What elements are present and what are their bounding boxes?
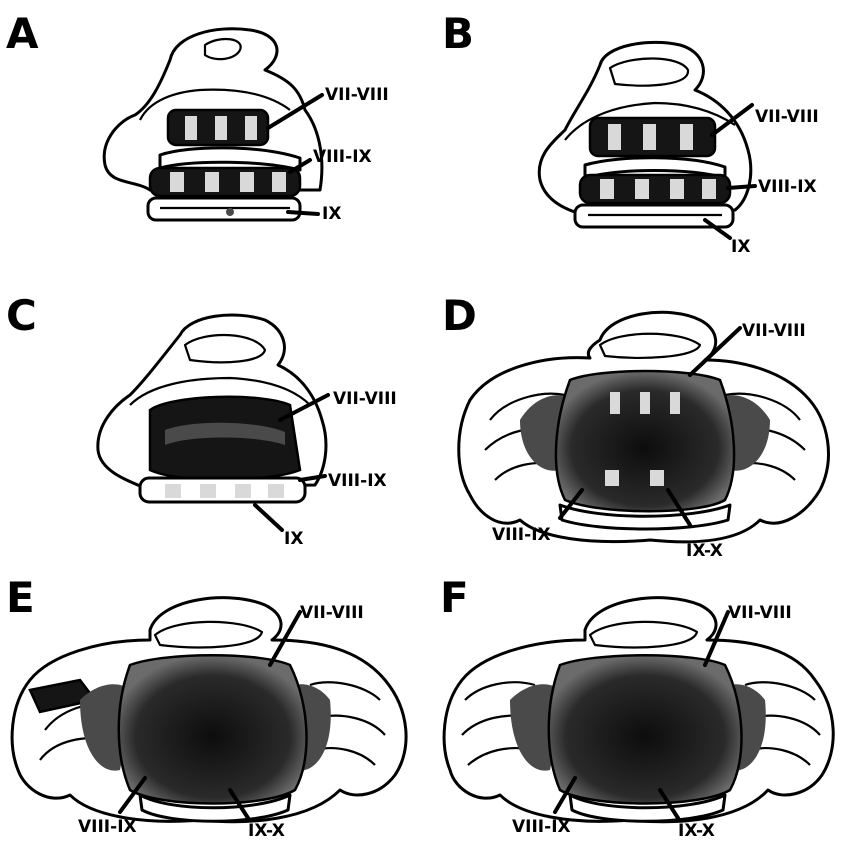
label-c-1: VII-VIII — [333, 389, 397, 409]
label-d-3: IX-X — [686, 541, 723, 561]
label-a-2: VIII-IX — [313, 147, 372, 167]
panel-c: C VII-VIII VIII-IX IX — [6, 291, 397, 549]
panel-e: E VII-VIII VIII-IX IX-X — [6, 573, 406, 841]
cerebellum-section-d — [459, 312, 829, 542]
label-d-1: VII-VIII — [742, 321, 806, 341]
label-e-2: VIII-IX — [78, 817, 137, 837]
label-c-3: IX — [284, 529, 303, 549]
label-f-1: VII-VIII — [728, 603, 792, 623]
leader-b-2 — [728, 186, 755, 188]
label-a-3: IX — [322, 204, 341, 224]
cerebellum-section-c — [98, 315, 326, 502]
leader-c-3 — [255, 505, 282, 530]
panel-b: B VII-VIII VIII-IX IX — [442, 9, 819, 257]
cerebellum-section-a — [104, 29, 322, 220]
panel-letter-d: D — [442, 291, 477, 340]
panel-letter-b: B — [442, 9, 474, 58]
panel-f: F VII-VIII VIII-IX IX-X — [440, 573, 833, 841]
cerebellum-section-e — [12, 598, 406, 822]
panel-letter-c: C — [6, 291, 37, 340]
panel-letter-e: E — [6, 573, 35, 622]
label-e-1: VII-VIII — [300, 603, 364, 623]
cerebellum-section-b — [539, 42, 751, 227]
panel-letter-a: A — [6, 9, 39, 58]
label-a-1: VII-VIII — [325, 85, 389, 105]
label-b-1: VII-VIII — [755, 107, 819, 127]
cerebellum-section-f — [444, 598, 833, 822]
panel-d: D VII-VIII VIII-IX IX-X — [442, 291, 828, 561]
label-b-2: VIII-IX — [758, 177, 817, 197]
panel-a: A VII-VIII VIII-IX IX — [6, 9, 389, 224]
label-f-3: IX-X — [678, 821, 715, 841]
label-c-2: VIII-IX — [328, 471, 387, 491]
label-d-2: VIII-IX — [492, 525, 551, 545]
leader-a-3 — [288, 212, 318, 214]
panel-letter-f: F — [440, 573, 469, 622]
label-b-3: IX — [731, 237, 750, 257]
label-f-2: VIII-IX — [512, 817, 571, 837]
label-e-3: IX-X — [248, 821, 285, 841]
